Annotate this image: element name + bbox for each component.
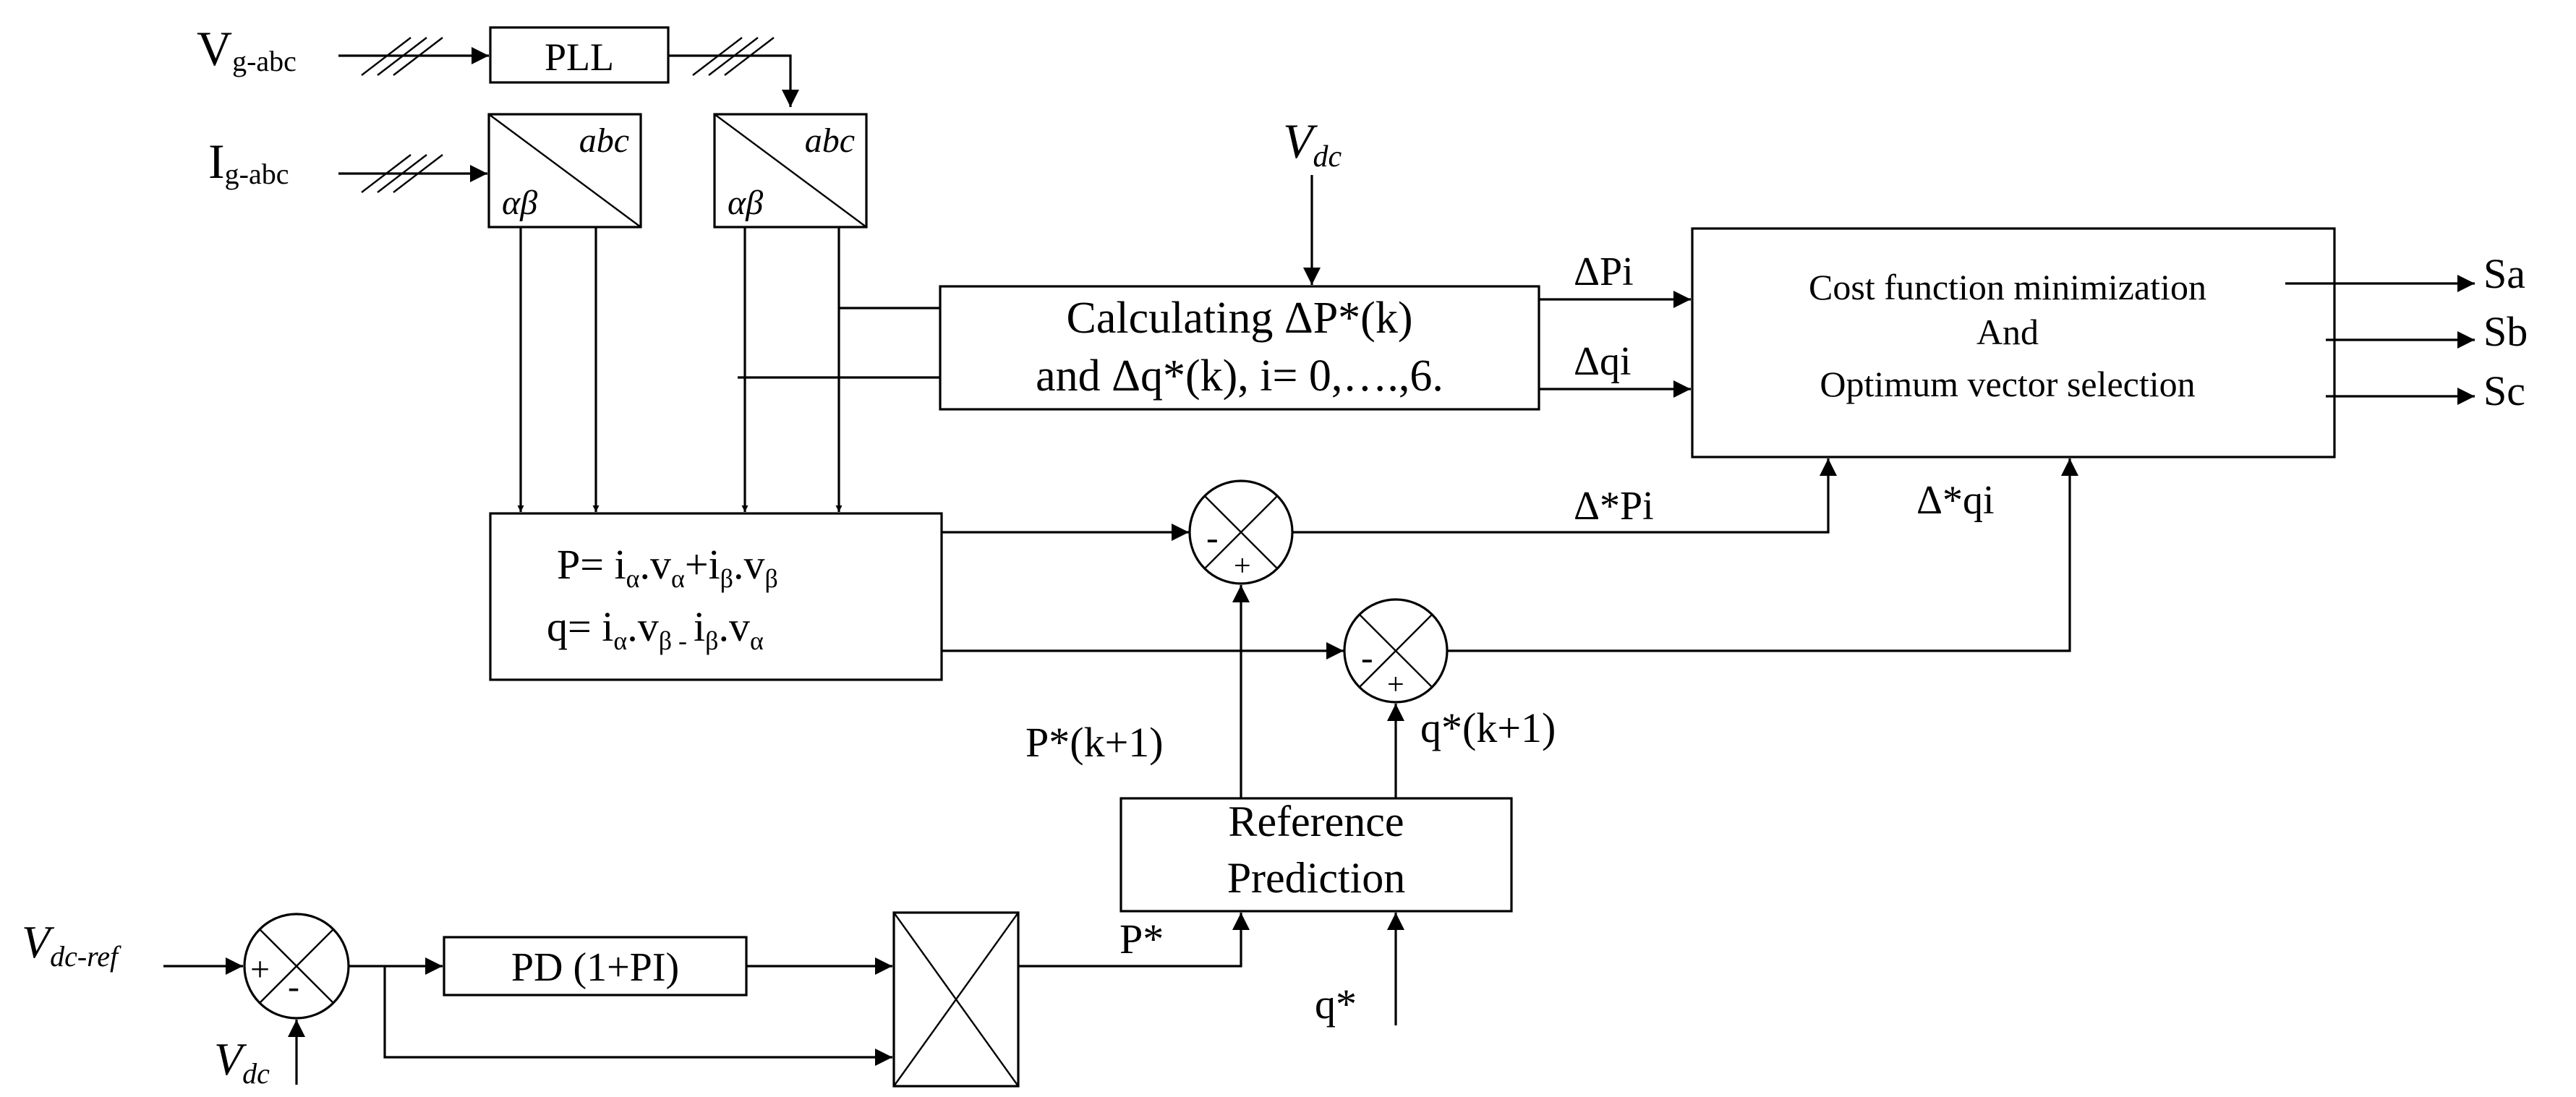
delta-star-qi-wire bbox=[1448, 458, 2078, 652]
three-phase-mark-vg bbox=[361, 37, 443, 76]
reactive-power-equation: q= iα.vβ - iβ.vα bbox=[547, 603, 764, 655]
vdc-bottom-label: Vdc bbox=[214, 1033, 270, 1090]
ig-abc-label: Ig-abc bbox=[208, 134, 289, 190]
pll-block bbox=[489, 26, 670, 84]
cost-line-1: Cost function minimization bbox=[1809, 267, 2206, 307]
summing-junction-p bbox=[1188, 479, 1294, 585]
delta-star-pi-wire bbox=[1293, 458, 1837, 534]
summer-vdc-plus: + bbox=[250, 950, 270, 989]
cost-function-block bbox=[1691, 227, 2336, 458]
transform-current-alphabeta-label: αβ bbox=[502, 184, 537, 222]
reference-prediction-block bbox=[1119, 797, 1513, 913]
power-calculation-block bbox=[489, 512, 943, 681]
active-power-equation: P= iα.vα+iβ.vβ bbox=[557, 541, 778, 593]
p-k1-label: P*(k+1) bbox=[1025, 719, 1164, 766]
delta-star-pi-label: Δ*Pi bbox=[1574, 484, 1654, 529]
transform-current-abc-label: abc bbox=[579, 121, 629, 160]
reference-prediction-line-2: Prediction bbox=[1227, 854, 1406, 902]
p-star-wire bbox=[1018, 913, 1250, 968]
transform-voltage-abc-label: abc bbox=[805, 121, 855, 160]
transform-voltage-alphabeta-label: αβ bbox=[728, 184, 763, 222]
summing-junction-q bbox=[1343, 598, 1449, 704]
calc-line-2: and Δq*(k), i= 0,….,6. bbox=[1036, 351, 1443, 401]
pd-controller-label: PD (1+PI) bbox=[511, 945, 679, 990]
calc-line-1: Calculating ΔP*(k) bbox=[1067, 294, 1413, 343]
summer-p-plus: + bbox=[1234, 550, 1251, 583]
summer-q-minus: - bbox=[1361, 637, 1373, 678]
delta-pi-label: ΔPi bbox=[1574, 249, 1634, 294]
q-k1-label: q*(k+1) bbox=[1420, 704, 1556, 751]
pll-label: PLL bbox=[545, 35, 614, 79]
three-phase-mark-ig bbox=[361, 154, 443, 193]
summer-q-plus: + bbox=[1387, 668, 1404, 701]
vg-abc-label: Vg-abc bbox=[197, 21, 297, 77]
sa-label: Sa bbox=[2483, 250, 2525, 297]
vdc-ref-label: Vdc-ref bbox=[22, 916, 121, 973]
delta-qi-label: Δqi bbox=[1574, 339, 1632, 384]
pll-to-transform-wire bbox=[668, 54, 799, 107]
cost-line-2: And bbox=[1976, 312, 2039, 352]
cost-line-3: Optimum vector selection bbox=[1820, 364, 2195, 404]
sc-label: Sc bbox=[2483, 367, 2525, 414]
three-phase-mark-pll bbox=[692, 37, 775, 76]
delta-calculation-block bbox=[939, 285, 1540, 411]
summer-vdc-minus: - bbox=[288, 968, 299, 1006]
vdc-top-label: Vdc bbox=[1283, 114, 1342, 174]
pd-controller-block bbox=[443, 936, 748, 996]
error-bypass-wire bbox=[383, 966, 892, 1066]
sb-label: Sb bbox=[2483, 308, 2528, 355]
summer-p-minus: - bbox=[1206, 517, 1219, 558]
p-star-label: P* bbox=[1119, 915, 1164, 962]
q-star-label: q* bbox=[1315, 981, 1357, 1028]
delta-star-qi-label: Δ*qi bbox=[1916, 478, 1995, 523]
reference-prediction-line-1: Reference bbox=[1228, 798, 1404, 845]
